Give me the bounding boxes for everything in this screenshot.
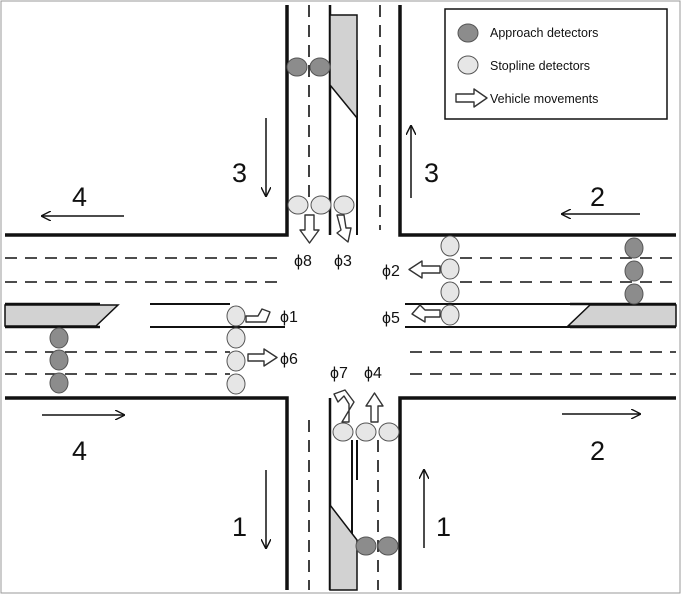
- approach-detector: [49, 349, 69, 371]
- label-west-in: 4: [72, 436, 87, 466]
- stopline-detector: [226, 305, 246, 327]
- legend-approach-label: Approach detectors: [490, 26, 598, 40]
- movement-arrow-phase2: [408, 260, 441, 279]
- label-west-out: 4: [72, 182, 87, 212]
- phase-labels: ϕ8 ϕ3 ϕ2 ϕ5 ϕ1 ϕ6 ϕ7 ϕ4: [280, 253, 400, 382]
- stopline-detector: [440, 258, 460, 280]
- stopline-detector: [378, 422, 400, 442]
- approach-labels: 3 3 4 2 4 2 1 1: [72, 158, 605, 542]
- stopline-detector: [440, 235, 460, 257]
- phase-label-5: ϕ5: [382, 310, 400, 327]
- legend-arrow-icon: [455, 88, 488, 108]
- label-north-in: 3: [232, 158, 247, 188]
- turn-lane-lines: [150, 60, 570, 590]
- approach-detector: [286, 57, 308, 77]
- lane-dividers: [5, 5, 676, 590]
- stopline-detector: [440, 304, 460, 326]
- stopline-detector: [310, 195, 332, 215]
- label-north-out: 3: [424, 158, 439, 188]
- movement-arrow-phase5: [411, 304, 441, 323]
- legend-stopline-symbol: [457, 55, 479, 75]
- phase-label-7: ϕ7: [330, 365, 348, 382]
- approach-detector: [309, 57, 331, 77]
- stopline-detector: [440, 281, 460, 303]
- movement-arrow-phase7: [333, 389, 355, 423]
- phase-label-4: ϕ4: [364, 365, 382, 382]
- stopline-detectors: [226, 195, 460, 442]
- movement-arrows: [245, 214, 441, 423]
- movement-arrow-phase4: [365, 392, 384, 423]
- stopline-detector: [333, 195, 355, 215]
- phase-label-1: ϕ1: [280, 309, 298, 326]
- stopline-detector: [226, 350, 246, 372]
- approach-detector: [49, 372, 69, 394]
- movement-arrow-phase1: [245, 308, 271, 323]
- legend-movement-label: Vehicle movements: [490, 92, 598, 106]
- legend-approach-symbol: [457, 23, 479, 43]
- label-south-out: 1: [232, 512, 247, 542]
- approach-detectors: [49, 57, 644, 556]
- approach-detector: [624, 283, 644, 305]
- approach-detector: [624, 237, 644, 259]
- stopline-detector: [226, 327, 246, 349]
- approach-detector: [377, 536, 399, 556]
- phase-label-3: ϕ3: [334, 253, 352, 270]
- approach-detector: [49, 327, 69, 349]
- phase-label-2: ϕ2: [382, 263, 400, 280]
- phase-label-8: ϕ8: [294, 253, 312, 270]
- label-east-in: 2: [590, 182, 605, 212]
- label-south-in: 1: [436, 512, 451, 542]
- stopline-detector: [332, 422, 354, 442]
- label-east-out: 2: [590, 436, 605, 466]
- approach-detector: [624, 260, 644, 282]
- movement-arrow-phase6: [247, 348, 278, 367]
- movement-arrow-phase8: [299, 214, 320, 244]
- flow-arrows: [42, 118, 640, 548]
- stopline-detector: [355, 422, 377, 442]
- approach-detector: [355, 536, 377, 556]
- movement-arrow-phase3: [336, 214, 352, 243]
- road-edges: [5, 5, 676, 590]
- legend-stopline-label: Stopline detectors: [490, 59, 590, 73]
- traffic-islands: [4, 14, 677, 591]
- legend: Approach detectors Stopline detectors Ve…: [444, 8, 668, 120]
- stopline-detector: [226, 373, 246, 395]
- phase-label-6: ϕ6: [280, 351, 298, 368]
- stopline-detector: [287, 195, 309, 215]
